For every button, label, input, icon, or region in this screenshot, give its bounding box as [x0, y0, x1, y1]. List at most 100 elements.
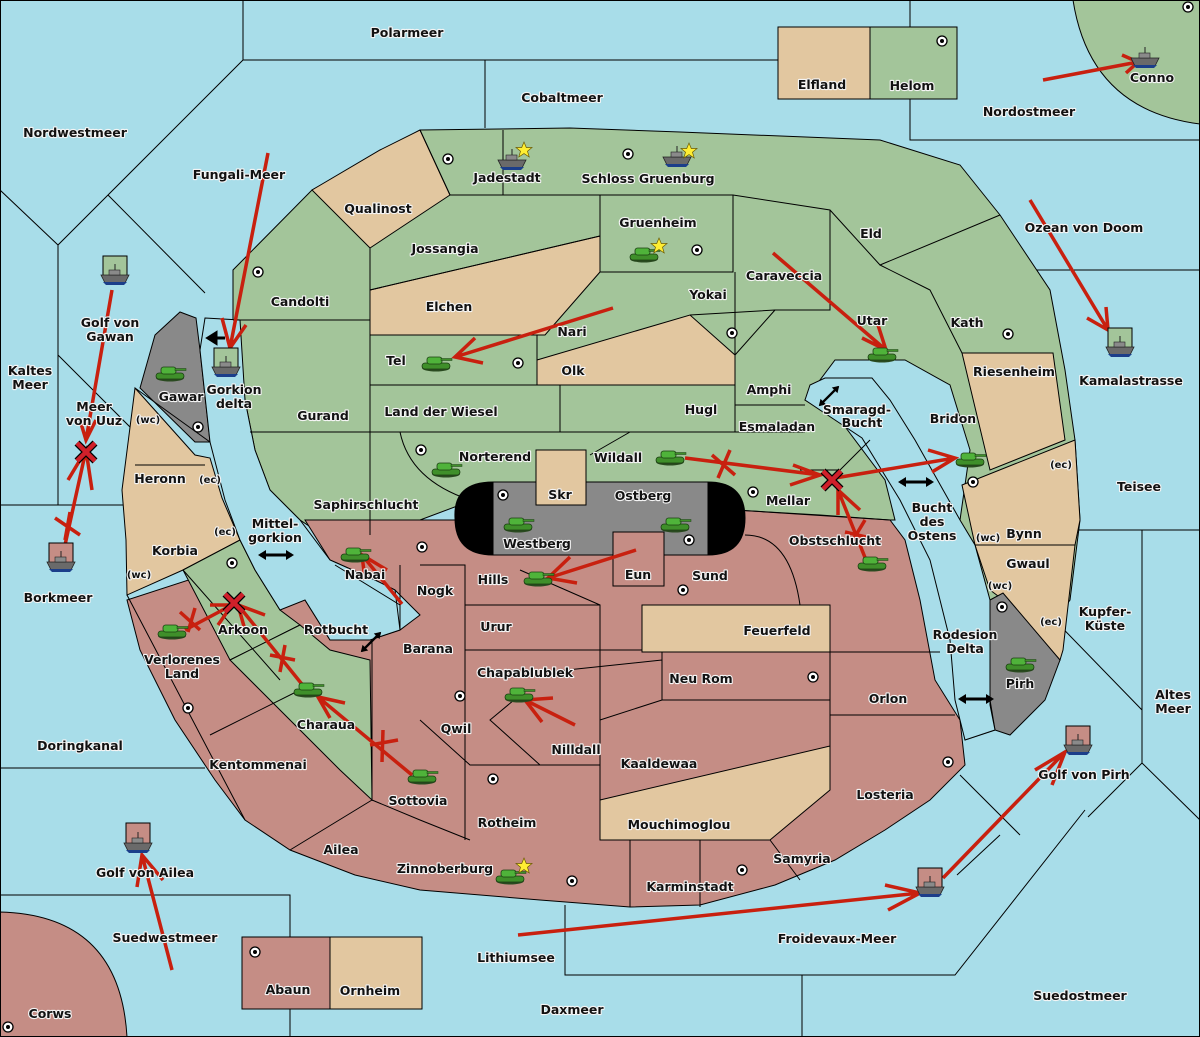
territory-label: Kentommenai — [209, 757, 307, 772]
territory-label: Karminstadt — [646, 879, 733, 894]
sea-smaragd-bucht[interactable] — [804, 377, 996, 741]
sea-label: Kupfer- — [1079, 604, 1132, 619]
territory-label: Olk — [561, 363, 585, 378]
territory-corws[interactable] — [0, 911, 128, 1037]
cross-icon — [844, 519, 871, 546]
territory-label: Amphi — [747, 382, 792, 397]
territory-label: Kaaldewaa — [621, 756, 698, 771]
sea-label: Fungali-Meer — [193, 167, 286, 182]
supply-center-icon — [807, 671, 819, 683]
territory-label: Utar — [857, 313, 889, 328]
territory-label: Nogk — [417, 583, 454, 598]
supply-center-icon — [454, 690, 466, 702]
sea-label: Lithiumsee — [477, 950, 555, 965]
supply-center-icon — [677, 584, 689, 596]
sea-label: Mittel- — [252, 516, 299, 531]
territory-label: Land der Wiesel — [384, 404, 497, 419]
territory-label: Land — [165, 666, 199, 681]
supply-center-icon — [487, 773, 499, 785]
territory-ornheim[interactable] — [329, 936, 423, 1010]
sea-label: Bucht — [842, 415, 883, 430]
territory-label: Helom — [890, 78, 935, 93]
territory-label: Orlon — [869, 691, 908, 706]
territory-label: Elfland — [798, 77, 846, 92]
sea-label: Golf von — [81, 315, 140, 330]
territory-label: Ornheim — [340, 983, 400, 998]
sea-label: Smaragd- — [823, 402, 891, 417]
capsule-left — [454, 481, 494, 556]
territory-label: Sund — [692, 568, 728, 583]
territory-label: Eld — [860, 226, 882, 241]
territory-label: Jossangia — [410, 241, 478, 256]
supply-center-icon — [442, 153, 454, 165]
territory-label: Saphirschlucht — [314, 497, 419, 512]
supply-center-icon — [192, 421, 204, 433]
cross-icon — [269, 644, 296, 673]
territory-label: Corws — [29, 1006, 72, 1021]
sea-label: Daxmeer — [540, 1002, 604, 1017]
sea-label: Altes — [1155, 687, 1191, 702]
sea-label: Gawan — [86, 329, 134, 344]
territory-label: Conno — [1130, 70, 1175, 85]
sea-label: Meer — [12, 377, 48, 392]
supply-center-icon — [683, 534, 695, 546]
supply-center-icon — [249, 946, 261, 958]
territory-skr-top[interactable] — [535, 449, 587, 506]
coast-label: (wc) — [988, 581, 1012, 592]
supply-center-icon — [226, 557, 238, 569]
sea-label: Meer — [76, 399, 112, 414]
territory-label: Obstschlucht — [789, 533, 881, 548]
territory-label: Jadestadt — [472, 170, 540, 185]
territory-label: Hills — [478, 572, 509, 587]
supply-center-icon — [182, 702, 194, 714]
coast-label: (ec) — [199, 475, 221, 486]
sea-label: Kaltes — [8, 363, 52, 378]
territory-label: Gruenheim — [619, 215, 696, 230]
territory-label: Hugl — [685, 402, 718, 417]
territory-label: Yokai — [688, 287, 727, 302]
territory-label: Feuerfeld — [743, 623, 810, 638]
sea-label: Meer — [1155, 701, 1191, 716]
sea-label: Froidevaux-Meer — [778, 931, 897, 946]
labels-layer: Polarmeer Cobaltmeer Nordwestmeer Fungal… — [7, 24, 1193, 1022]
territory-label: Bridon — [930, 411, 976, 426]
sea-label: Borkmeer — [24, 590, 94, 605]
territory-label: Nilldall — [551, 742, 600, 757]
order-arrow — [941, 747, 1069, 880]
sea-label: Rodesion — [933, 627, 998, 642]
order-arrow — [451, 306, 614, 365]
territory-eun[interactable] — [612, 531, 665, 587]
order-arrow — [314, 694, 414, 777]
territory-label: Samyria — [773, 851, 831, 866]
territory-label: Wildall — [594, 450, 642, 465]
sea-label: Kamalastrasse — [1079, 373, 1183, 388]
territory-label: Eun — [625, 567, 651, 582]
territory-label: Skr — [548, 487, 572, 502]
supply-center-icon — [691, 244, 703, 256]
territory-label: Gawar — [159, 389, 205, 404]
supply-center-icon — [936, 35, 948, 47]
territory-label: Abaun — [266, 982, 311, 997]
convoy-links — [205, 330, 996, 706]
sea-label: Gorkion — [206, 382, 261, 397]
supply-center-icon — [416, 541, 428, 553]
coast-label: (ec) — [1050, 460, 1072, 471]
territory-label: Esmaladan — [739, 419, 815, 434]
sea-gorkion-inner[interactable] — [199, 317, 401, 641]
sea-label: Suedostmeer — [1033, 988, 1127, 1003]
territory-label: Gurand — [297, 408, 349, 423]
territory-bynn[interactable] — [961, 439, 1081, 546]
territory-riesenheim[interactable] — [961, 352, 1066, 471]
coast-label: (wc) — [976, 533, 1000, 544]
territory-label: Mellar — [766, 493, 811, 508]
sea-label: des — [920, 514, 945, 529]
sea-label: Delta — [946, 641, 984, 656]
territory-label: Pirh — [1006, 676, 1035, 691]
supply-center-icon — [512, 357, 524, 369]
sea-label: Suedwestmeer — [113, 930, 219, 945]
territory-label: Nari — [557, 324, 586, 339]
territory-label: Westberg — [503, 536, 571, 551]
territory-label: Arkoon — [218, 622, 268, 637]
territory-label: Caraveccia — [746, 268, 822, 283]
